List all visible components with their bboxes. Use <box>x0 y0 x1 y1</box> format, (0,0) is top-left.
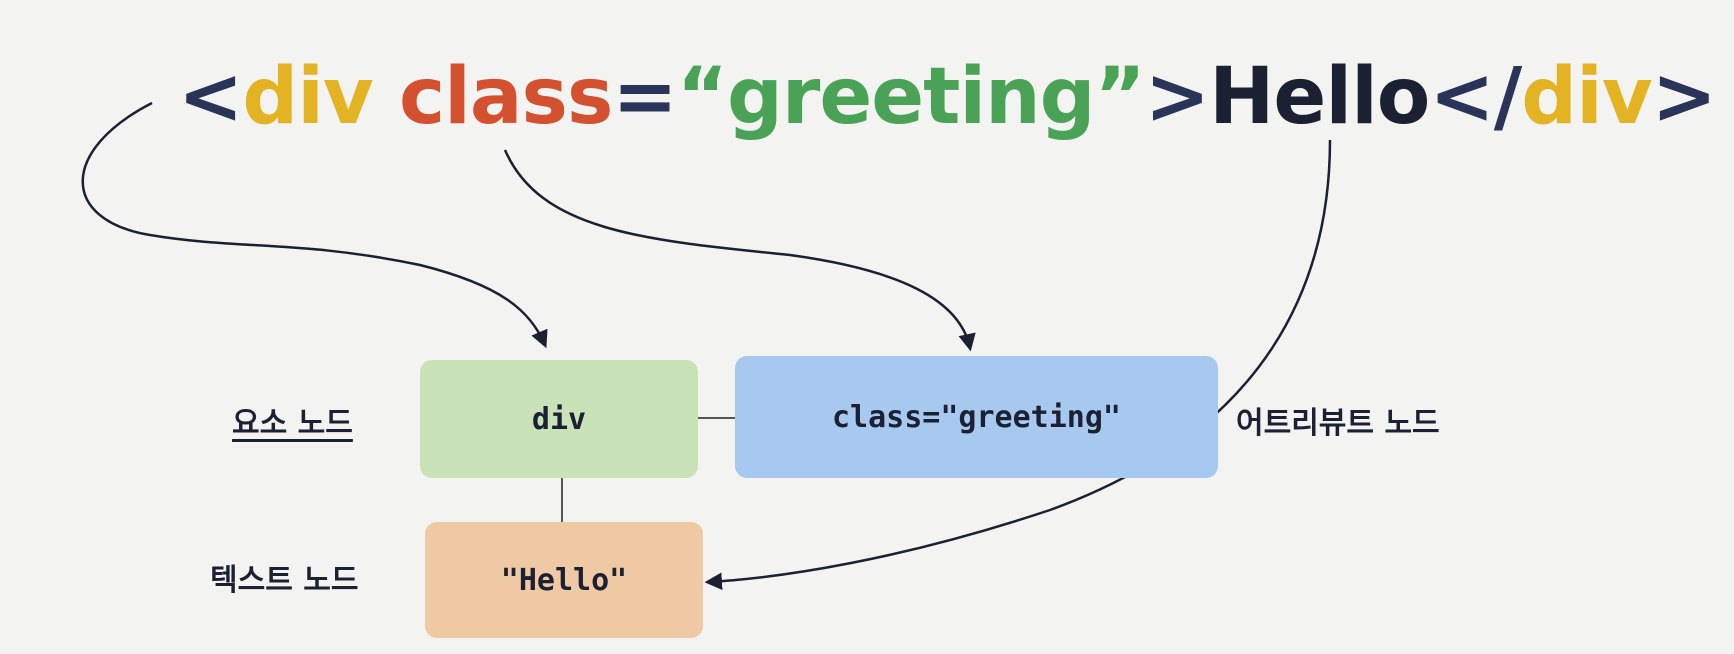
arrow-to-element-node <box>81 101 548 349</box>
arrow-to-attribute-node <box>503 149 976 352</box>
arrow-to-text-node <box>704 139 1332 590</box>
code-open-bracket: < <box>178 52 243 142</box>
text-node-text: "Hello" <box>500 562 628 598</box>
code-attr-value: “greeting” <box>676 52 1146 142</box>
html-code-line: <div class=“greeting”>Hello</div> <box>178 58 1717 136</box>
code-text-content: Hello <box>1209 52 1430 142</box>
element-node-text: div <box>531 401 587 437</box>
code-attr-name: class <box>398 52 613 142</box>
code-end-tag-name: div <box>1521 52 1652 142</box>
code-end-close-bracket: > <box>1651 52 1717 142</box>
code-equals: = <box>612 52 677 142</box>
code-tag-name: div <box>242 52 373 142</box>
attribute-node-box: class="greeting" <box>735 356 1218 478</box>
element-node-box: div <box>420 360 698 478</box>
text-node-label: 텍스트 노드 <box>210 563 359 598</box>
element-node-label: 요소 노드 <box>232 406 353 441</box>
code-close-bracket: > <box>1144 52 1210 142</box>
text-node-box: "Hello" <box>425 522 703 638</box>
attribute-node-text: class="greeting" <box>832 399 1121 435</box>
attribute-node-label: 어트리뷰트 노드 <box>1236 406 1440 441</box>
code-end-open-bracket: </ <box>1429 52 1522 142</box>
